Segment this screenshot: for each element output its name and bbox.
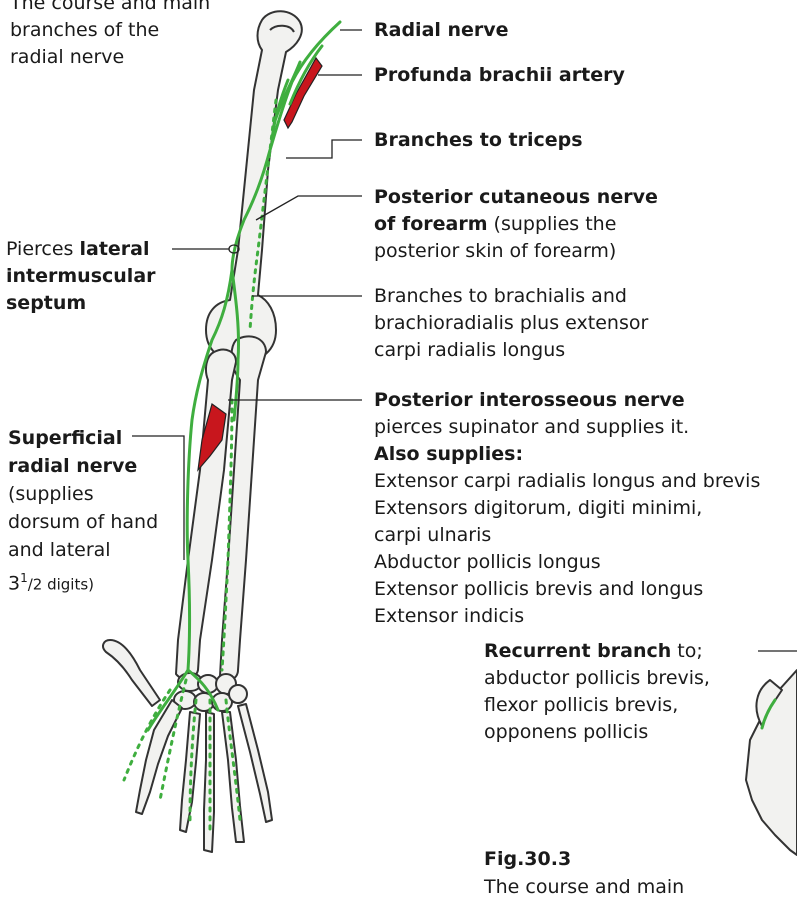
pin-item-2: Extensors digitorum, digiti minimi, [374,495,760,522]
superficial-line-1: (supplies [8,480,158,508]
pin-title: Posterior interosseous nerve [374,387,760,414]
superficial-line-3: and lateral [8,536,158,564]
label-recurrent-branch: Recurrent branch to; abductor pollicis b… [484,638,710,746]
superficial-bold-2: radial nerve [8,452,158,480]
brachialis-line-1: Branches to brachialis and [374,283,648,310]
profunda-brachii-artery [284,58,322,128]
label-branches-to-brachialis: Branches to brachialis and brachioradial… [374,283,648,364]
label-branches-to-triceps: Branches to triceps [374,127,583,153]
figure-caption: The course and main [484,874,684,900]
label-posterior-cutaneous-nerve: Posterior cutaneous nerve of forearm (su… [374,184,658,265]
superficial-bold-1: Superficial [8,424,158,452]
figure-number: Fig.30.3 [484,846,571,872]
pin-item-5: Extensor pollicis brevis and longus [374,576,760,603]
superficial-line-2: dorsum of hand [8,508,158,536]
pin-item-4: Abductor pollicis longus [374,549,760,576]
pierces-text: Pierces [6,238,79,260]
label-pierces-lateral-septum: Pierces lateral intermuscular septum [6,236,156,317]
superficial-digits-num: 1 [20,571,28,585]
recurrent-line-1: abductor pollicis brevis, [484,665,710,692]
pierces-bold-2: intermuscular [6,263,156,290]
post-cut-line-1: Posterior cutaneous nerve [374,184,658,211]
post-cut-bold-2: of forearm [374,213,488,235]
brachialis-line-2: brachioradialis plus extensor [374,310,648,337]
label-profunda-brachii-artery: Profunda brachii artery [374,62,625,88]
superficial-digits-den: /2 digits) [28,575,94,593]
post-cut-line-3: posterior skin of forearm) [374,238,658,265]
label-posterior-interosseous-nerve: Posterior interosseous nerve pierces sup… [374,387,760,630]
pin-item-6: Extensor indicis [374,603,760,630]
pin-item-3: carpi ulnaris [374,522,760,549]
recurrent-text: to; [671,640,703,662]
superficial-digits-whole: 3 [8,572,20,594]
hand-inset [746,670,797,855]
recurrent-line-3: opponens pollicis [484,719,710,746]
caption-top: The course and main branches of the radi… [10,0,210,71]
carpals [174,673,247,711]
label-superficial-radial-nerve: Superficial radial nerve (supplies dorsu… [8,424,158,598]
humerus [206,11,302,362]
caption-line-2: branches of the [10,17,210,44]
pierces-bold-3: septum [6,290,156,317]
pin-also-supplies: Also supplies: [374,441,760,468]
recurrent-bold: Recurrent branch [484,640,671,662]
label-radial-nerve: Radial nerve [374,17,509,43]
caption-line-1: The course and main [10,0,210,17]
pierces-bold-1: lateral [79,238,149,260]
pin-item-1: Extensor carpi radialis longus and brevi… [374,468,760,495]
recurrent-line-2: flexor pollicis brevis, [484,692,710,719]
brachialis-line-3: carpi radialis longus [374,337,648,364]
pin-text: pierces supinator and supplies it. [374,414,760,441]
post-cut-text-2: (supplies the [488,213,617,235]
caption-line-3: radial nerve [10,44,210,71]
